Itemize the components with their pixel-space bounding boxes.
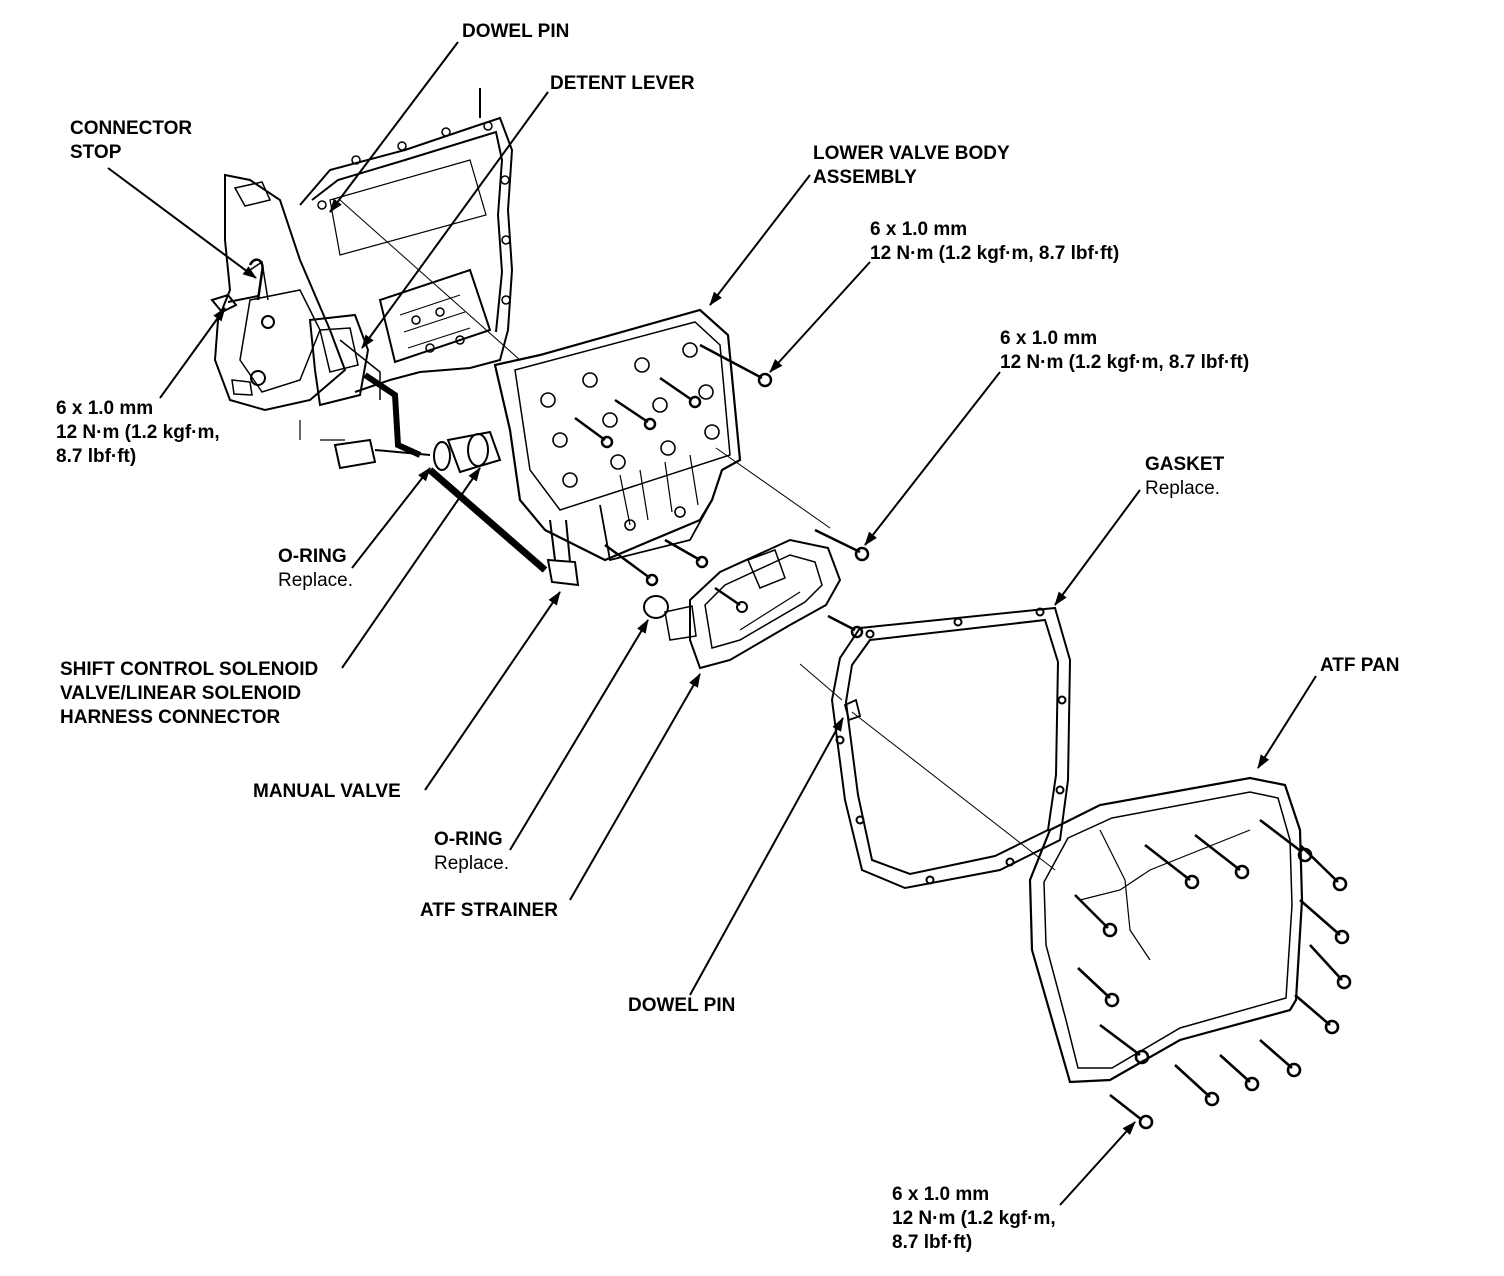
lower-valve-body — [493, 308, 742, 562]
atf-strainer — [664, 538, 842, 670]
label-torque-pan: 6 x 1.0 mm 12 N·m (1.2 kgf·m, 8.7 lbf·ft… — [892, 1183, 1056, 1255]
label-lower-valve-body: LOWER VALVE BODY ASSEMBLY — [813, 142, 1010, 190]
label-text: ATF STRAINER — [420, 900, 558, 921]
label-dowel-pin-bottom: DOWEL PIN — [628, 994, 735, 1018]
label-text: DOWEL PIN — [462, 21, 570, 42]
atf-pan — [1028, 776, 1304, 1084]
o-ring — [643, 595, 669, 619]
label-line: 6 x 1.0 mm — [870, 219, 968, 240]
label-line: 6 x 1.0 mm — [892, 1184, 990, 1205]
label-text: GASKET — [1145, 454, 1225, 475]
label-text: ATF PAN — [1320, 655, 1400, 676]
transmission-housing — [299, 88, 514, 393]
label-line: LOWER VALVE BODY — [813, 143, 1010, 164]
label-torque-valve-body: 6 x 1.0 mm 12 N·m (1.2 kgf·m, 8.7 lbf·ft… — [870, 218, 1119, 266]
label-line: 12 N·m (1.2 kgf·m, 8.7 lbf·ft) — [870, 243, 1120, 264]
leader-lines — [107, 41, 1317, 1206]
label-line: 6 x 1.0 mm — [1000, 328, 1098, 349]
label-line: 12 N·m (1.2 kgf·m, 8.7 lbf·ft) — [1000, 352, 1250, 373]
label-text: MANUAL VALVE — [253, 781, 401, 802]
label-line: 8.7 lbf·ft) — [892, 1232, 973, 1253]
pan-gasket — [830, 606, 1072, 890]
label-line: ASSEMBLY — [813, 167, 917, 188]
label-line: 8.7 lbf·ft) — [56, 446, 137, 467]
label-line: 12 N·m (1.2 kgf·m, — [56, 422, 220, 443]
label-connector-stop: CONNECTOR STOP — [70, 117, 192, 165]
label-note: Replace. — [278, 570, 353, 591]
valve-body-bolts — [574, 343, 870, 587]
label-o-ring-lower: O-RING Replace. — [434, 828, 509, 876]
solenoid-harness — [333, 372, 580, 587]
alignment-guides — [339, 199, 1056, 871]
label-manual-valve: MANUAL VALVE — [253, 780, 401, 804]
label-torque-strainer: 6 x 1.0 mm 12 N·m (1.2 kgf·m, 8.7 lbf·ft… — [1000, 327, 1249, 375]
label-note: Replace. — [434, 853, 509, 874]
label-text: DOWEL PIN — [628, 995, 736, 1016]
label-gasket: GASKET Replace. — [1145, 453, 1224, 501]
label-line: HARNESS CONNECTOR — [60, 707, 281, 728]
label-note: Replace. — [1145, 478, 1220, 499]
pan-bolts — [1074, 818, 1352, 1130]
label-detent-lever: DETENT LEVER — [550, 72, 695, 96]
detent-lever-assembly — [213, 173, 381, 441]
gasket-bolt — [827, 614, 864, 639]
label-line: 12 N·m (1.2 kgf·m, — [892, 1208, 1056, 1229]
valve-body-holes — [540, 342, 720, 531]
label-line: CONNECTOR — [70, 118, 193, 139]
housing-bolt-holes — [317, 121, 511, 353]
label-atf-strainer: ATF STRAINER — [420, 899, 558, 923]
label-text: O-RING — [278, 546, 347, 567]
label-line: 6 x 1.0 mm — [56, 398, 154, 419]
label-text: O-RING — [434, 829, 503, 850]
label-line: STOP — [70, 142, 122, 163]
label-shift-control-solenoid: SHIFT CONTROL SOLENOID VALVE/LINEAR SOLE… — [60, 658, 318, 730]
label-line: SHIFT CONTROL SOLENOID — [60, 659, 319, 680]
label-torque-connector-stop: 6 x 1.0 mm 12 N·m (1.2 kgf·m, 8.7 lbf·ft… — [56, 397, 220, 469]
label-line: VALVE/LINEAR SOLENOID — [60, 683, 302, 704]
label-atf-pan: ATF PAN — [1320, 654, 1400, 678]
label-text: DETENT LEVER — [550, 73, 695, 94]
label-dowel-pin-top: DOWEL PIN — [462, 20, 569, 44]
label-o-ring-upper: O-RING Replace. — [278, 545, 353, 593]
